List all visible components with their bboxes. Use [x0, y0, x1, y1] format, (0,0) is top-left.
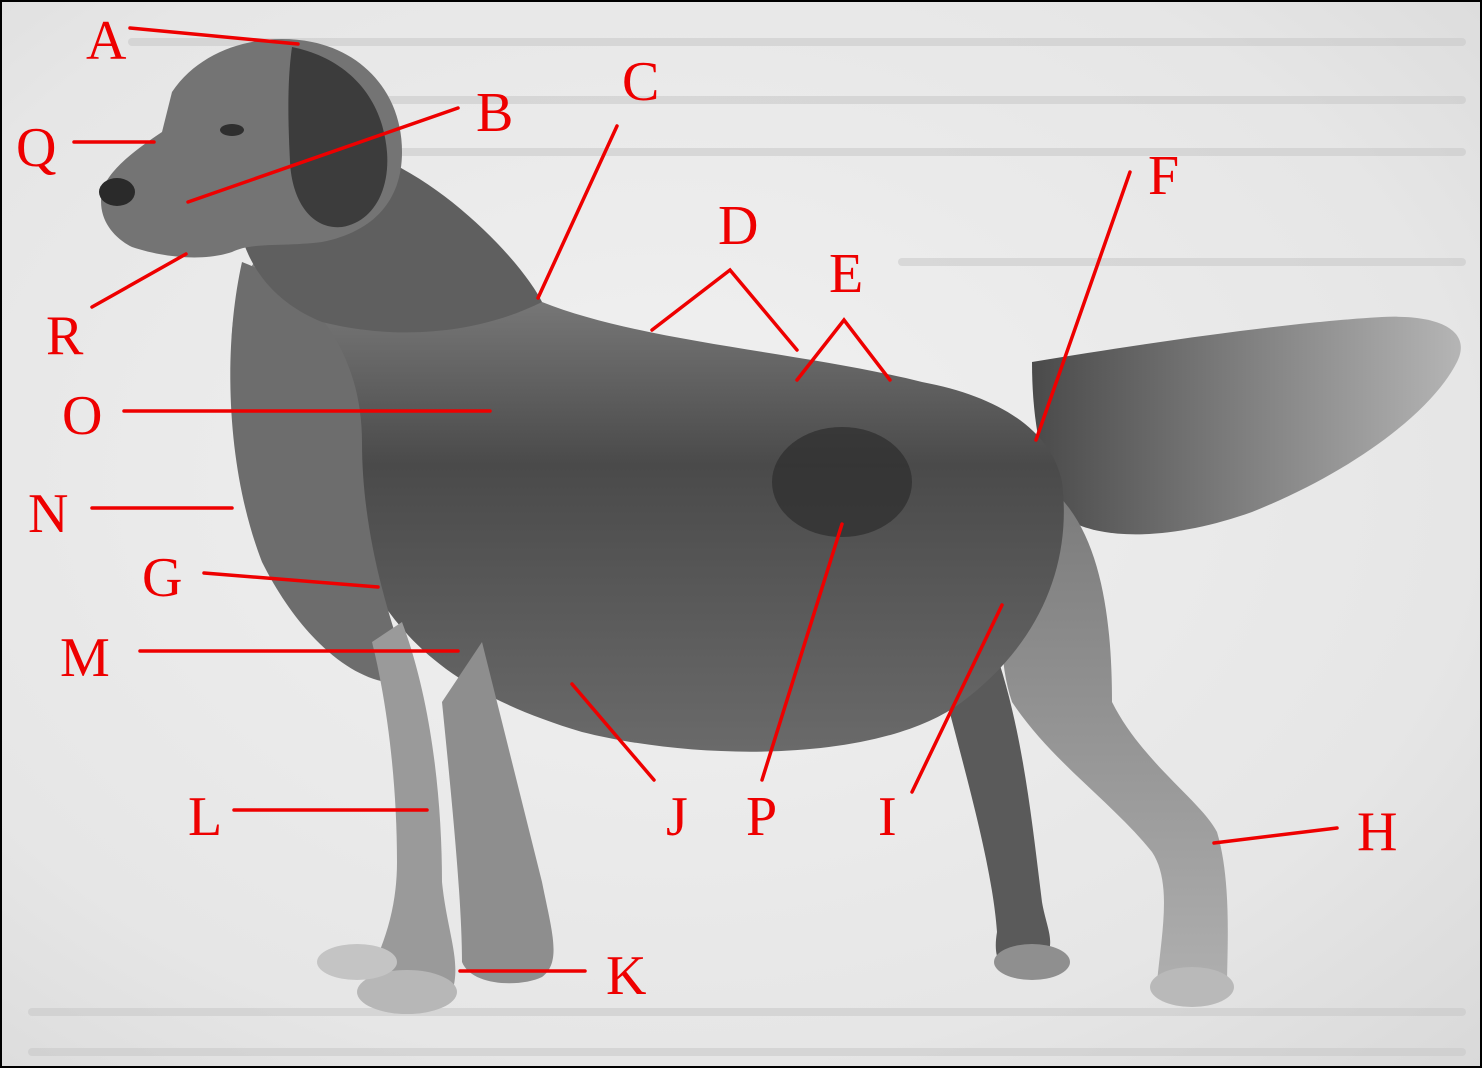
label-G: G — [142, 547, 182, 609]
dog-illustration — [99, 39, 1461, 1014]
label-L: L — [188, 786, 222, 848]
eye-shape — [220, 124, 244, 136]
leader-R — [92, 254, 186, 307]
flank-shading — [772, 427, 912, 537]
hind-paw-far — [994, 944, 1070, 980]
label-C: C — [622, 51, 659, 113]
label-B: B — [476, 82, 513, 144]
label-P: P — [746, 786, 777, 848]
label-I: I — [878, 786, 897, 848]
label-F: F — [1148, 145, 1179, 207]
label-E: E — [829, 243, 863, 305]
label-N: N — [28, 483, 68, 545]
label-Q: Q — [16, 117, 56, 179]
front-paw-far — [317, 944, 397, 980]
hind-paw-near — [1150, 967, 1234, 1007]
label-O: O — [62, 385, 102, 447]
label-J: J — [666, 786, 688, 848]
label-K: K — [606, 945, 646, 1007]
label-D: D — [718, 195, 758, 257]
leader-H — [1214, 828, 1337, 843]
label-H: H — [1357, 801, 1397, 863]
label-M: M — [60, 627, 110, 689]
label-R: R — [46, 305, 84, 367]
tail-shape — [1032, 317, 1461, 535]
nose-shape — [99, 178, 135, 206]
label-A: A — [86, 10, 127, 72]
